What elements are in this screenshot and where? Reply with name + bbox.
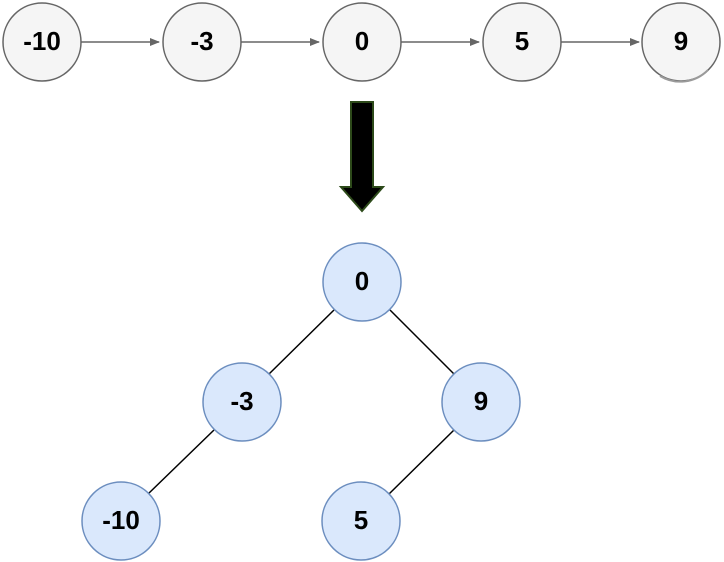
list-node: 5: [482, 2, 562, 82]
list-node: 9: [641, 2, 721, 83]
tree-node-label: 9: [474, 386, 488, 416]
list-node-label: 0: [355, 26, 369, 56]
list-node-shadow: [659, 69, 709, 83]
tree-node-circle: [321, 481, 401, 561]
tree-node-left-left: -10: [81, 481, 161, 561]
list-node: 0: [322, 2, 402, 82]
tree-node-label: -10: [102, 505, 140, 535]
list-node-label: 5: [515, 26, 529, 56]
tree-node-right: 9: [441, 362, 521, 442]
tree-edges: [147, 309, 455, 495]
tree-edge: [147, 429, 215, 495]
list-node-circle: [2, 2, 82, 82]
tree-edge: [389, 309, 455, 375]
tree-node-right-left: 5: [321, 481, 401, 561]
transform-down-arrow-icon: [338, 101, 386, 213]
list-node-label: -3: [190, 26, 213, 56]
list-node-circle: [322, 2, 402, 82]
tree-node-circle: [322, 242, 402, 322]
list-node-circle: [482, 2, 562, 82]
list-node-label: -10: [23, 26, 61, 56]
list-node: -10: [2, 2, 82, 82]
tree-node-label: 0: [355, 266, 369, 296]
tree-edge: [388, 429, 455, 495]
binary-search-tree: 0 -3 9 -10 5: [81, 242, 521, 561]
tree-node-circle: [202, 362, 282, 442]
list-node: -3: [162, 2, 242, 82]
tree-node-circle: [441, 362, 521, 442]
tree-edge: [268, 309, 335, 375]
list-node-label: 9: [674, 26, 688, 56]
list-node-circle: [162, 2, 242, 82]
tree-node-circle: [81, 481, 161, 561]
linked-list: -10 -3 0 5 9: [2, 2, 721, 83]
tree-node-label: -3: [230, 386, 253, 416]
tree-node-root: 0: [322, 242, 402, 322]
tree-node-label: 5: [354, 505, 368, 535]
tree-node-left: -3: [202, 362, 282, 442]
